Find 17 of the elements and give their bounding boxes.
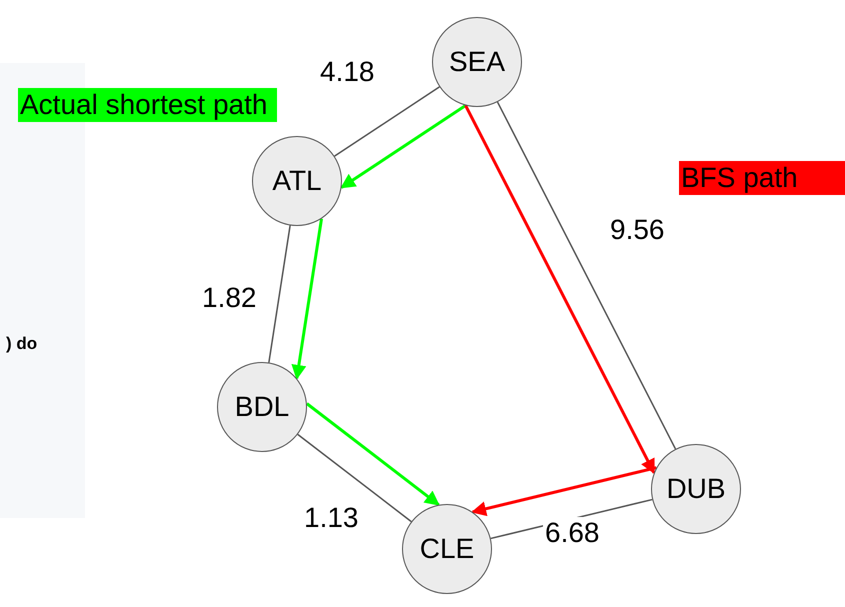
graph-node: DUB <box>651 444 741 534</box>
arrow <box>464 104 656 474</box>
connector-line <box>334 86 440 157</box>
connector-line <box>496 102 676 450</box>
code-text: ) do <box>6 334 38 354</box>
graph-node: SEA <box>432 17 522 107</box>
connector-line <box>268 225 291 363</box>
arrow <box>471 466 657 516</box>
graph-node: CLE <box>402 504 492 594</box>
arrow <box>306 402 440 506</box>
legend-label: Actual shortest path <box>18 88 277 122</box>
arrow <box>340 104 466 189</box>
arrow <box>291 218 323 380</box>
legend-label: BFS path <box>679 161 845 195</box>
graph-node: ATL <box>252 136 342 226</box>
graph-node: BDL <box>217 362 307 452</box>
connector-line <box>297 434 412 522</box>
